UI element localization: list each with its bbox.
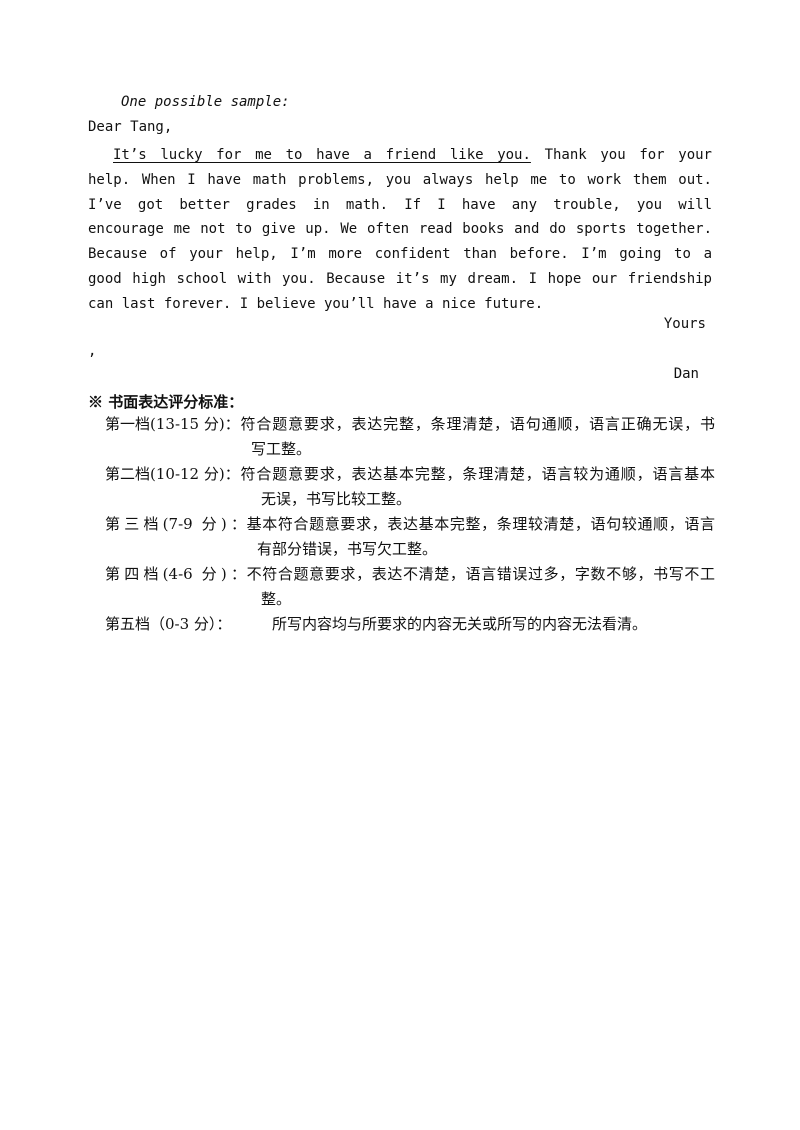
letter-closing-comma: , [88,343,97,359]
rubric-level-text-cont: 无误，书写比较工整。 [261,490,412,508]
letter-underlined-sentence: It’s lucky for me to have a friend like … [113,147,531,163]
sample-label: One possible sample: [121,94,290,110]
rubric-level-4: 第四档(4-6 分)：不符合题意要求，表达不清楚，语言错误过多，字数不够，书写不… [105,562,715,612]
letter-line-4: encourage me not to give up. We often re… [88,221,712,238]
rubric-level-5: 第五档（0-3 分）： 所写内容均与所要求的内容无关或所写的内容无法看清。 [105,612,715,637]
letter-line-1: It’s lucky for me to have a friend like … [88,143,712,168]
rubric-level-label: 第五档（0-3 分）： [105,615,232,633]
rubric-level-text: 符合题意要求，表达基本完整，条理清楚，语言较为通顺，语言基本 [239,465,715,483]
letter-greeting: Dear Tang, [88,119,173,135]
rubric-level-label: 第三档(7-9 分)： [105,515,246,533]
rubric-level-text-cont: 整。 [261,590,292,608]
rubric-title: ※ 书面表达评分标准： [88,393,244,411]
rubric-level-label: 第四档(4-6 分)： [105,565,246,583]
letter-line-5: Because of your help, I’m more confident… [88,246,712,263]
letter-signature: Dan [673,366,699,382]
rubric-level-label: 第一档(13-15 分)： [105,415,240,433]
rubric-level-2: 第二档(10-12 分)：符合题意要求，表达基本完整，条理清楚，语言较为通顺，语… [105,462,715,512]
letter-body: It’s lucky for me to have a friend like … [88,143,712,317]
letter-line-2: help. When I have math problems, you alw… [88,171,712,188]
rubric-level-text: 不符合题意要求，表达不清楚，语言错误过多，字数不够，书写不工 [246,565,715,583]
rubric-level-text-cont: 有部分错误，书写欠工整。 [257,540,438,558]
rubric-level-label: 第二档(10-12 分)： [105,465,240,483]
rubric-level-text: 符合题意要求，表达完整，条理清楚，语句通顺，语言正确无误，书 [239,415,715,433]
letter-line-7: can last forever. I believe you’ll have … [88,295,544,312]
rubric-level-text: 基本符合题意要求，表达基本完整，条理较清楚，语句较通顺，语言 [246,515,715,533]
rubric-level-3: 第三档(7-9 分)：基本符合题意要求，表达基本完整，条理较清楚，语句较通顺，语… [105,512,715,562]
letter-closing: Yours [663,316,706,332]
letter-line-3: I’ve got better grades in math. If I hav… [88,196,712,213]
letter-line-1-rest: Thank you for your [530,147,712,163]
rubric-level-text-cont: 写工整。 [251,440,312,458]
rubric-level-1: 第一档(13-15 分)：符合题意要求，表达完整，条理清楚，语句通顺，语言正确无… [105,412,715,462]
letter-line-6: good high school with you. Because it’s … [88,270,712,287]
rubric-level-text: 所写内容均与所要求的内容无关或所写的内容无法看清。 [272,615,648,633]
